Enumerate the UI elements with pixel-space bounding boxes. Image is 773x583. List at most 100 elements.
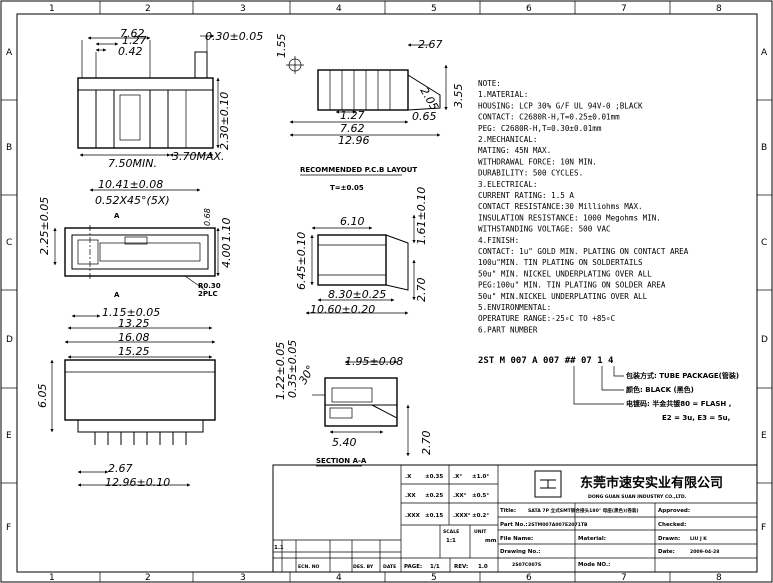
page-value: 1/1 — [430, 564, 440, 570]
pn-legend-plating-codes: E2 = 3u, E3 = 5u, — [662, 414, 730, 422]
tol-xxx-val: ±0.15 — [425, 513, 443, 519]
pcb-layout-tolerance: T=±0.05 — [330, 184, 364, 192]
dim-1-27-top: 1.27 — [122, 34, 147, 47]
note-line: MATING: 45N MAX. — [478, 146, 551, 155]
dim-13-25: 13.25 — [118, 317, 150, 330]
row-label-a-right: A — [761, 48, 768, 58]
tol-xxdeg-val: ±0.5° — [472, 493, 489, 499]
tol-xxx: .XXX — [405, 513, 421, 519]
note-line: PEG: C2680R-H,T=0.30±0.01mm — [478, 124, 602, 133]
section-mark-top: A — [114, 212, 120, 220]
row-label-d: D — [6, 335, 13, 345]
dim-0-52x45: 0.52X45°(5X) — [95, 194, 170, 207]
dim-2-67-side: 2.67 — [418, 38, 443, 51]
note-line: DURABILITY: 500 CYCLES. — [478, 169, 583, 178]
note-line: NOTE: — [478, 79, 501, 88]
rev-row: 1.1 — [274, 545, 284, 551]
col-label-6-bottom: 6 — [526, 573, 532, 583]
drawingno-label: Drawing No.: — [500, 549, 540, 555]
dim-2-70-pcb: 2.70 — [415, 278, 428, 303]
dim-1-27-side: 1.27 — [340, 109, 365, 122]
col-label-8-bottom: 8 — [716, 573, 722, 583]
dim-7-50-min: 7.50MIN. — [108, 157, 157, 170]
company-name: 东莞市速安实业有限公司 — [580, 475, 723, 491]
top-view: 7.62 1.27 0.42 0.30±0.05 2.30±0.10 7.50M… — [77, 27, 263, 170]
dim-1-15: 1.15±0.05 — [102, 306, 160, 319]
dim-10-41: 10.41±0.08 — [98, 178, 163, 191]
note-line: 6.PART NUMBER — [478, 325, 538, 334]
note-line: CONTACT: 1u" GOLD MIN. PLATING ON CONTAC… — [478, 247, 689, 256]
history-ecn: ECN. NO — [298, 564, 320, 570]
part-number-code: 2ST M 007 A 007 ## 07 1 4 — [478, 356, 614, 366]
col-label-2-bottom: 2 — [145, 573, 151, 583]
note-line: CONTACT: C2680R-H,T=0.25±0.01mm — [478, 113, 620, 122]
row-label-d-right: D — [761, 335, 768, 345]
dim-2-25: 2.25±0.05 — [38, 197, 51, 255]
note-line: HOUSING: LCP 30% G/F UL 94V-0 ;BLACK — [478, 101, 643, 110]
tol-xdeg-val: ±1.0° — [472, 474, 489, 480]
rev-label: REV: — [454, 564, 468, 570]
callout-r030: R0.30 — [198, 282, 221, 290]
row-label-f-right: F — [761, 523, 766, 533]
dim-6-10: 6.10 — [340, 215, 365, 228]
partno-label: Part No.: — [500, 522, 528, 528]
col-label-7-bottom: 7 — [621, 573, 627, 583]
date-value: 2009-04-28 — [690, 549, 719, 555]
title-value: SATA 7P 立式SMT铆合接头180° 母座(黑色)(卷装) — [528, 507, 639, 514]
date-label: Date: — [658, 549, 675, 555]
note-line: CONTACT RESISTANCE:30 Milliohms MAX. — [478, 202, 643, 211]
pn-legend-plating: 电镀码: 半金共镀80 = FLASH , — [626, 399, 731, 408]
title-label: Title: — [500, 508, 516, 514]
col-label-4: 4 — [336, 4, 342, 14]
dim-15-25: 15.25 — [118, 345, 150, 358]
dim-8-30: 8.30±0.25 — [328, 288, 386, 301]
col-label-6: 6 — [526, 4, 532, 14]
unit-value: mm — [485, 538, 497, 544]
note-line: PEG:100u" MIN. TIN PLATING ON SOLDER ARE… — [478, 281, 666, 290]
row-label-c: C — [6, 238, 12, 248]
row-label-a: A — [6, 48, 13, 58]
note-line: 100u"MIN. TIN PLATING ON SOLDERTAILS — [478, 258, 643, 267]
col-label-1: 1 — [49, 4, 55, 14]
bottom-view: 15.25 6.05 2.67 12.96±0.10 — [36, 345, 216, 489]
tol-x: .X — [405, 474, 412, 480]
title-block: 东莞市速安实业有限公司 DONG GUAN SUAN INDUSTRY CO.,… — [272, 464, 758, 573]
tol-xxdeg: .XX° — [453, 493, 467, 499]
dim-6-45: 6.45±0.10 — [295, 232, 308, 290]
dim-1-61: 1.61±0.10 — [415, 187, 428, 245]
approved-label: Approved: — [658, 508, 690, 514]
pcb-layout: RECOMMENDED P.C.B LAYOUT T=±0.05 6.10 6.… — [295, 166, 428, 316]
side-view: 1.55 2.67 2.05 3.55 1.27 0.65 7.62 12.96 — [275, 34, 465, 148]
note-line: 50u" MIN.NICKEL UNDERPLATING OVER ALL — [478, 292, 648, 301]
row-label-e: E — [6, 431, 12, 441]
col-label-3-bottom: 3 — [240, 573, 246, 583]
section-mark-bottom: A — [114, 291, 120, 299]
dim-16-08: 16.08 — [118, 331, 150, 344]
tol-xxxdeg: .XXX° — [453, 513, 471, 519]
note-line: OPERATURE RANGE:-25∘C TO +85∘C — [478, 314, 615, 323]
dim-1-55: 1.55 — [275, 34, 288, 59]
drawn-value: LIU J K — [690, 536, 707, 542]
tol-xx-val: ±0.25 — [425, 493, 443, 499]
pn-legend-package: 包装方式: TUBE PACKAGE(管装) — [626, 371, 739, 380]
dim-12-96-bottom: 12.96±0.10 — [105, 476, 170, 489]
tol-xxxdeg-val: ±0.2° — [472, 513, 489, 519]
col-label-8: 8 — [716, 4, 722, 14]
drawn-label: Drawn: — [658, 536, 680, 542]
col-label-5: 5 — [431, 4, 437, 14]
tol-x-val: ±0.35 — [425, 474, 443, 480]
page-label: PAGE: — [404, 564, 422, 570]
part-number: 2ST M 007 A 007 ## 07 1 4 包装方式: TUBE PAC… — [478, 356, 739, 422]
note-line: WITHDRAWAL FORCE: 10N MIN. — [478, 157, 597, 166]
dim-0-30: 0.30±0.05 — [205, 30, 263, 43]
front-view: 10.41±0.08 0.52X45°(5X) 2.25±0.05 0.68 1… — [38, 178, 233, 344]
dim-0-42: 0.42 — [118, 45, 143, 58]
row-label-b: B — [6, 143, 12, 153]
partno-value: 2STM007A007E2071TB — [528, 522, 588, 528]
row-label-e-right: E — [761, 431, 767, 441]
row-label-c-right: C — [761, 238, 767, 248]
modelno-label: Mode NO.: — [578, 562, 610, 568]
pcb-layout-title: RECOMMENDED P.C.B LAYOUT — [300, 166, 417, 174]
note-line: 1.MATERIAL: — [478, 90, 528, 99]
notes: NOTE: 1.MATERIAL: HOUSING: LCP 30% G/F UL… — [478, 79, 689, 334]
